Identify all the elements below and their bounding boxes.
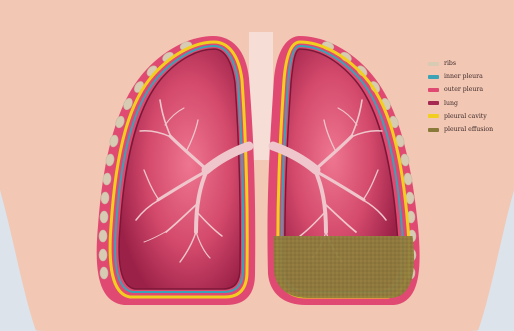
legend-label-outer-pleura: outer pleura (444, 86, 483, 93)
legend-item-inner-pleura: inner pleura (428, 70, 512, 83)
legend-item-lung: lung (428, 97, 512, 110)
swatch-inner-pleura (428, 75, 439, 79)
legend-label-pleural-cavity: pleural cavity (444, 113, 487, 120)
legend-item-pleural-cavity: pleural cavity (428, 110, 512, 123)
legend-item-outer-pleura: outer pleura (428, 83, 512, 96)
legend-item-ribs: ribs (428, 57, 512, 70)
swatch-outer-pleura (428, 88, 439, 92)
swatch-pleural-cavity (428, 114, 439, 118)
legend-label-inner-pleura: inner pleura (444, 73, 483, 80)
legend-label-pleural-effusion: pleural effusion (444, 126, 493, 133)
legend-label-ribs: ribs (444, 60, 456, 67)
swatch-pleural-effusion (428, 128, 439, 132)
legend-item-pleural-effusion: pleural effusion (428, 123, 512, 136)
pleural-effusion (270, 236, 420, 306)
swatch-lung (428, 101, 439, 105)
swatch-ribs (428, 62, 439, 66)
legend: ribs inner pleura outer pleura lung pleu… (428, 57, 512, 136)
legend-label-lung: lung (444, 100, 458, 107)
